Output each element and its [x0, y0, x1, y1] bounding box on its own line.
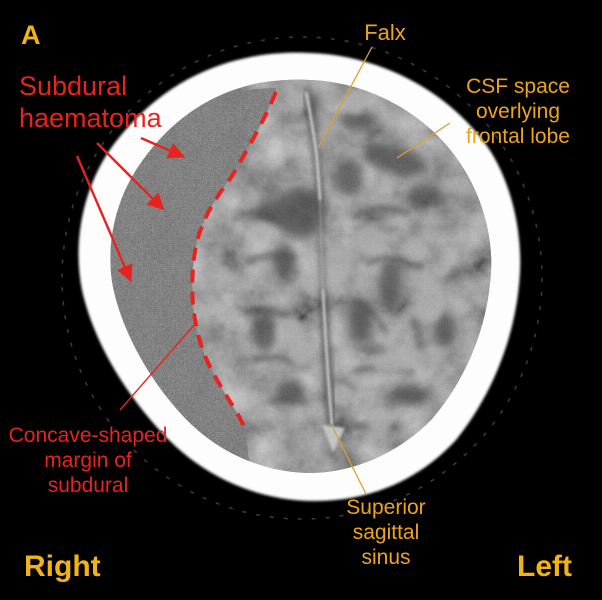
label-sinus-line2: sagittal	[352, 521, 420, 544]
label-subdural-line2: haematoma	[19, 103, 162, 133]
orientation-label-right: Right	[24, 550, 101, 583]
label-csf-space: CSF space overlying frontal lobe	[466, 74, 570, 149]
csf-leader-line	[396, 122, 451, 159]
gold-leader-lines	[317, 46, 451, 495]
subdural-arrows	[75, 136, 186, 283]
panel-letter: A	[21, 20, 41, 50]
falx-leader-line	[317, 46, 373, 149]
label-subdural-haematoma: Subdural haematoma	[19, 70, 162, 134]
label-csf-line1: CSF space	[466, 75, 570, 98]
label-sinus-line3: sinus	[361, 546, 411, 569]
label-csf-line3: frontal lobe	[466, 125, 570, 148]
label-concave-margin: Concave-shaped margin of subdural	[9, 423, 168, 498]
label-sinus-line1: Superior	[346, 496, 426, 519]
label-subdural-line1: Subdural	[19, 71, 128, 101]
label-csf-line2: overlying	[475, 100, 561, 123]
label-concave-line3: subdural	[47, 474, 129, 497]
label-concave-line2: margin of	[44, 449, 132, 472]
subdural-arrow-2	[96, 142, 165, 211]
label-concave-line1: Concave-shaped	[8, 424, 168, 447]
orientation-label-left: Left	[517, 550, 572, 583]
sinus-leader-line	[332, 427, 367, 495]
concave-margin-leader-line	[119, 324, 195, 411]
label-falx: Falx	[364, 20, 406, 45]
subdural-arrow-1	[140, 136, 186, 159]
label-superior-sagittal-sinus: Superior sagittal sinus	[346, 495, 425, 570]
subdural-margin-dashed-line	[190, 91, 278, 430]
subdural-arrow-3	[75, 155, 133, 283]
scalp-outline	[61, 36, 543, 520]
